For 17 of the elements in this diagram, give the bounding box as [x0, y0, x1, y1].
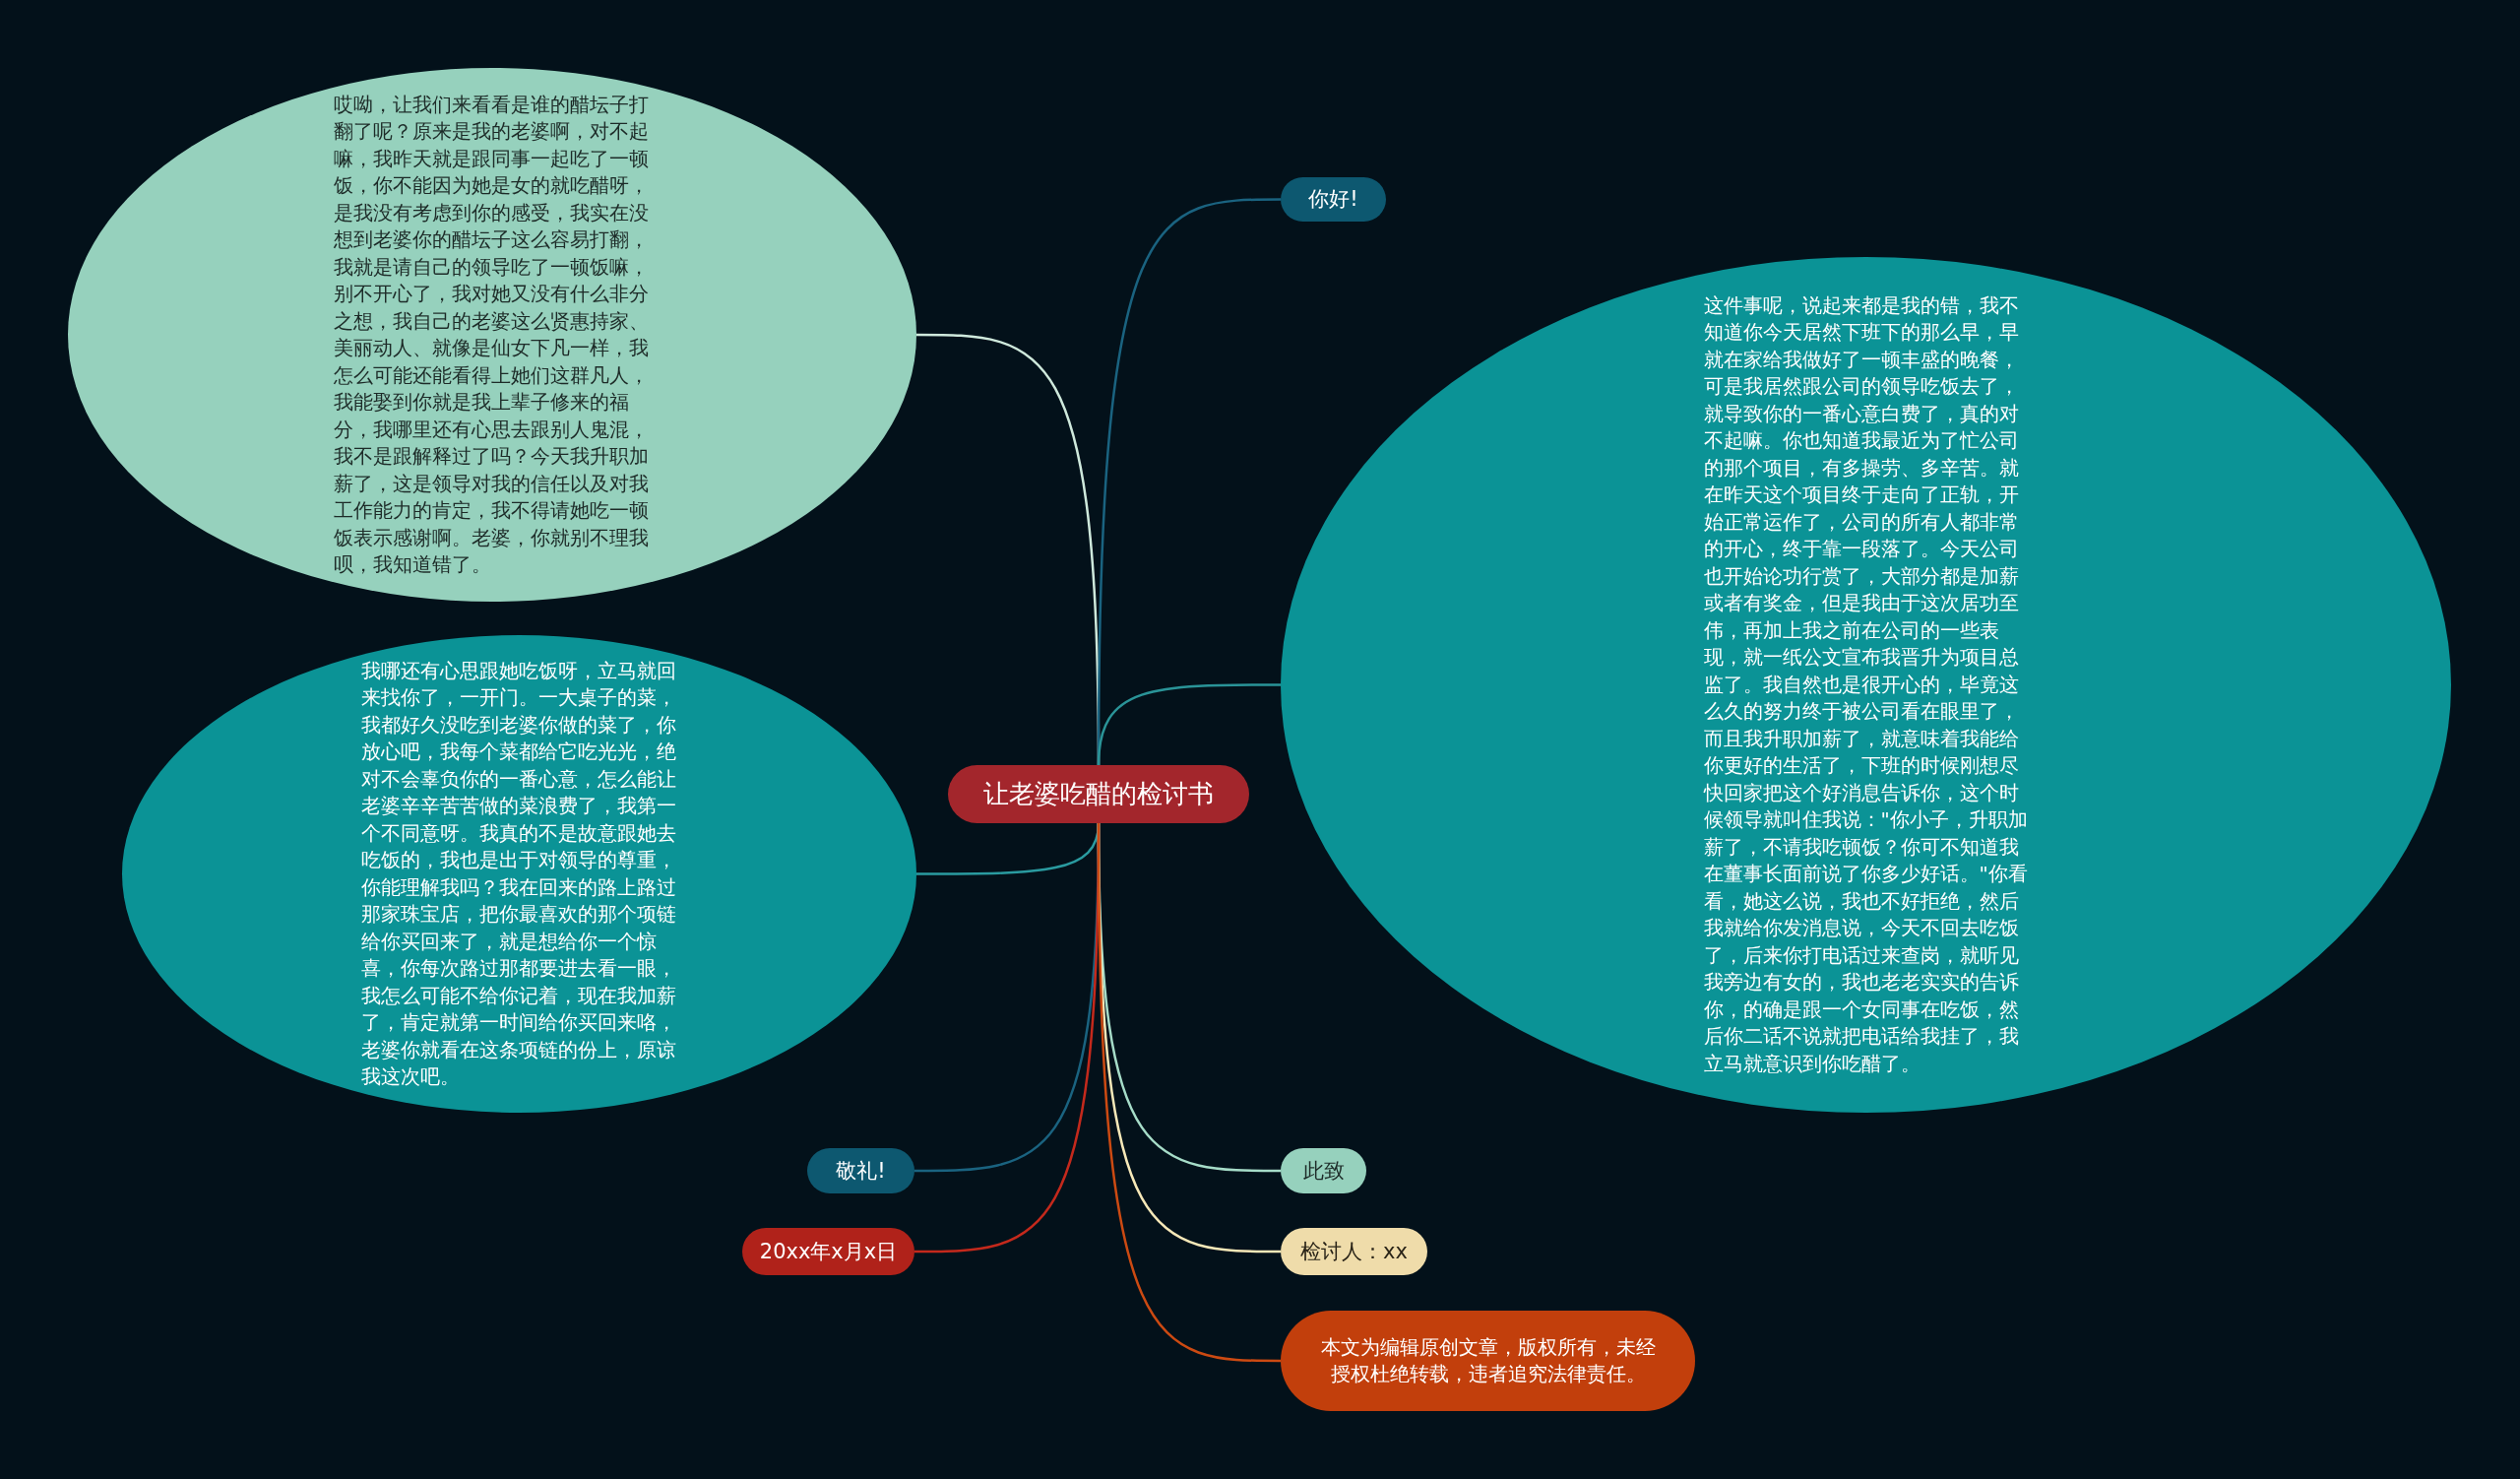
topic-label: 让老婆吃醋的检讨书 — [982, 777, 1215, 810]
topic-label: 你好! — [1308, 186, 1358, 214]
connector-line — [1097, 683, 1281, 766]
topic-pill — [742, 1228, 914, 1275]
topic-label: 敬礼! — [836, 1157, 886, 1185]
connector-line — [1097, 823, 1281, 1363]
paragraph-text: 哎呦，让我们来看看是谁的醋坛子打翻了呢？原来是我的老婆啊，对不起嘛，我昨天就是跟同事一起吃了一顿饭，你不能因为她是女的就吃醋呀，是我没有考虑到你的感受，我实在没想到老婆你的醋坛子这么容易打翻，我就是请自己的领导吃了一顿饭嘛，别不开心了，我对她又没有什么非分之想，我自己的老婆这么贤惠持家、美丽动人、就像是仙女下凡一样，我怎么可能还能看得上她们这群凡人，我能娶到你就是我上辈子修来的福分，我哪里还有心思去跟别人鬼混，我不是跟解释过了吗？今天我升职加薪了，这是领导对我的信任以及对我工作能力的肯定，我不得请她吃一顿饭表示感谢啊。老婆，你就别不理我呗，我知道错了。 — [334, 91, 650, 578]
topic-pill — [1281, 177, 1386, 222]
topic-label: 20xx年x月x日 — [759, 1238, 898, 1265]
topic-label: 本文为编辑原创文章，版权所有，未经授权杜绝转载，违者追究法律责任。 — [1320, 1334, 1656, 1387]
paragraph-text: 我哪还有心思跟她吃饭呀，立马就回来找你了，一开门。一大桌子的菜，我都好久没吃到老婆你做的菜了，你放心吧，我每个菜都给它吃光光，绝对不会辜负你的一番心意，怎么能让老婆辛辛苦苦做的菜浪费了，我第一个不同意呀。我真的不是故意跟她去吃饭的，我也是出于对领导的尊重，你能理解我吗？我在回来的路上路过那家珠宝店，把你最喜欢的那个项链给你买回来了，就是想给你一个惊喜，你每次路过那都要进去看一眼，我怎么可能不给你记着，现在我加薪了，肯定就第一时间给你买回来咯，老婆你就看在这条项链的份上，原谅我这次吧。 — [360, 657, 677, 1090]
topic-label: 此致 — [1302, 1157, 1345, 1185]
topic-pill — [1281, 1148, 1366, 1193]
topic-label: 检讨人：xx — [1300, 1238, 1408, 1265]
topic-pill — [1281, 1228, 1427, 1275]
topic-pill — [807, 1148, 914, 1193]
paragraph-text: 这件事呢，说起来都是我的错，我不知道你今天居然下班下的那么早，早就在家给我做好了一顿丰盛的晚餐，可是我居然跟公司的领导吃饭去了，就导致你的一番心意白费了，真的对不起嘛。你也知道我最近为了忙公司的那个项目，有多操劳、多辛苦。就在昨天这个项目终于走向了正轨，开始正常运作了，公司的所有人都非常的开心，终于靠一段落了。今天公司也开始论功行赏了，大部分都是加薪或者有奖金，但是我由于这次居功至伟，再加上我之前在公司的一些表现，就一纸公文宣布我晋升为项目总监了。我自然也是很开心的，毕竟这么久的努力终于被公司看在眼里了，而且我升职加薪了，就意味着我能给你更好的生活了，下班的时候刚想尽快回家把这个好消息告诉你，这个时候领导就叫住我说："你小子，升职加薪了，不请我吃顿饭？你可不知道我在董事长面前说了你多少好话。"你看看，她这么说，我也不好拒绝，然后我就给你发消息说，今天不回去吃饭了，后来你打电话过来查岗，就听见我旁边有女的，我也老老实实的告诉你，的确是跟一个女同事在吃饭，然后你二话不说就把电话给我挂了，我立马就意识到你吃醋了。 — [1703, 291, 2029, 1077]
